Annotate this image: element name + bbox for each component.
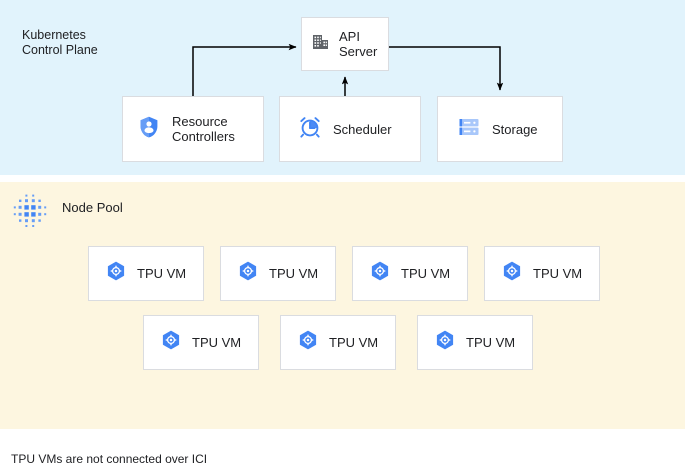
node-scheduler-label: Scheduler [333, 121, 392, 137]
tpu-hexagon-icon [501, 260, 523, 287]
building-icon [311, 32, 331, 57]
shield-person-icon [137, 115, 161, 144]
tpu-hexagon-icon [434, 329, 456, 356]
tpu-hexagon-icon [105, 260, 127, 287]
tpu-vm-label: TPU VM [137, 266, 187, 281]
node-resource-controllers-label: Resource Controllers [172, 114, 235, 144]
tpu-vm-card[interactable]: TPU VM [280, 315, 396, 370]
node-storage[interactable]: Storage [437, 96, 563, 162]
tpu-hexagon-icon [297, 329, 319, 356]
node-resource-controllers[interactable]: Resource Controllers [122, 96, 264, 162]
tpu-vm-label: TPU VM [401, 266, 451, 281]
tpu-hexagon-icon [237, 260, 259, 287]
tpu-vm-card[interactable]: TPU VM [352, 246, 468, 301]
node-pool-panel [0, 182, 685, 429]
node-pool-title: Node Pool [62, 200, 123, 215]
tpu-vm-label: TPU VM [466, 335, 516, 350]
diagram-caption: TPU VMs are not connected over ICI [11, 452, 208, 466]
tpu-vm-label: TPU VM [192, 335, 242, 350]
node-pool-dots-icon [11, 192, 49, 230]
control-plane-title: Kubernetes Control Plane [22, 28, 98, 57]
node-api-server-label: API Server [339, 29, 378, 59]
node-api-server[interactable]: API Server [301, 17, 389, 71]
tpu-vm-label: TPU VM [533, 266, 583, 281]
server-rack-icon [457, 115, 481, 144]
tpu-vm-card[interactable]: TPU VM [484, 246, 600, 301]
tpu-vm-card[interactable]: TPU VM [417, 315, 533, 370]
tpu-vm-label: TPU VM [329, 335, 379, 350]
tpu-vm-card[interactable]: TPU VM [88, 246, 204, 301]
alarm-clock-icon [298, 115, 322, 144]
tpu-hexagon-icon [160, 329, 182, 356]
tpu-vm-card[interactable]: TPU VM [143, 315, 259, 370]
node-scheduler[interactable]: Scheduler [279, 96, 421, 162]
tpu-hexagon-icon [369, 260, 391, 287]
tpu-vm-label: TPU VM [269, 266, 319, 281]
tpu-vm-card[interactable]: TPU VM [220, 246, 336, 301]
node-storage-label: Storage [492, 121, 538, 137]
